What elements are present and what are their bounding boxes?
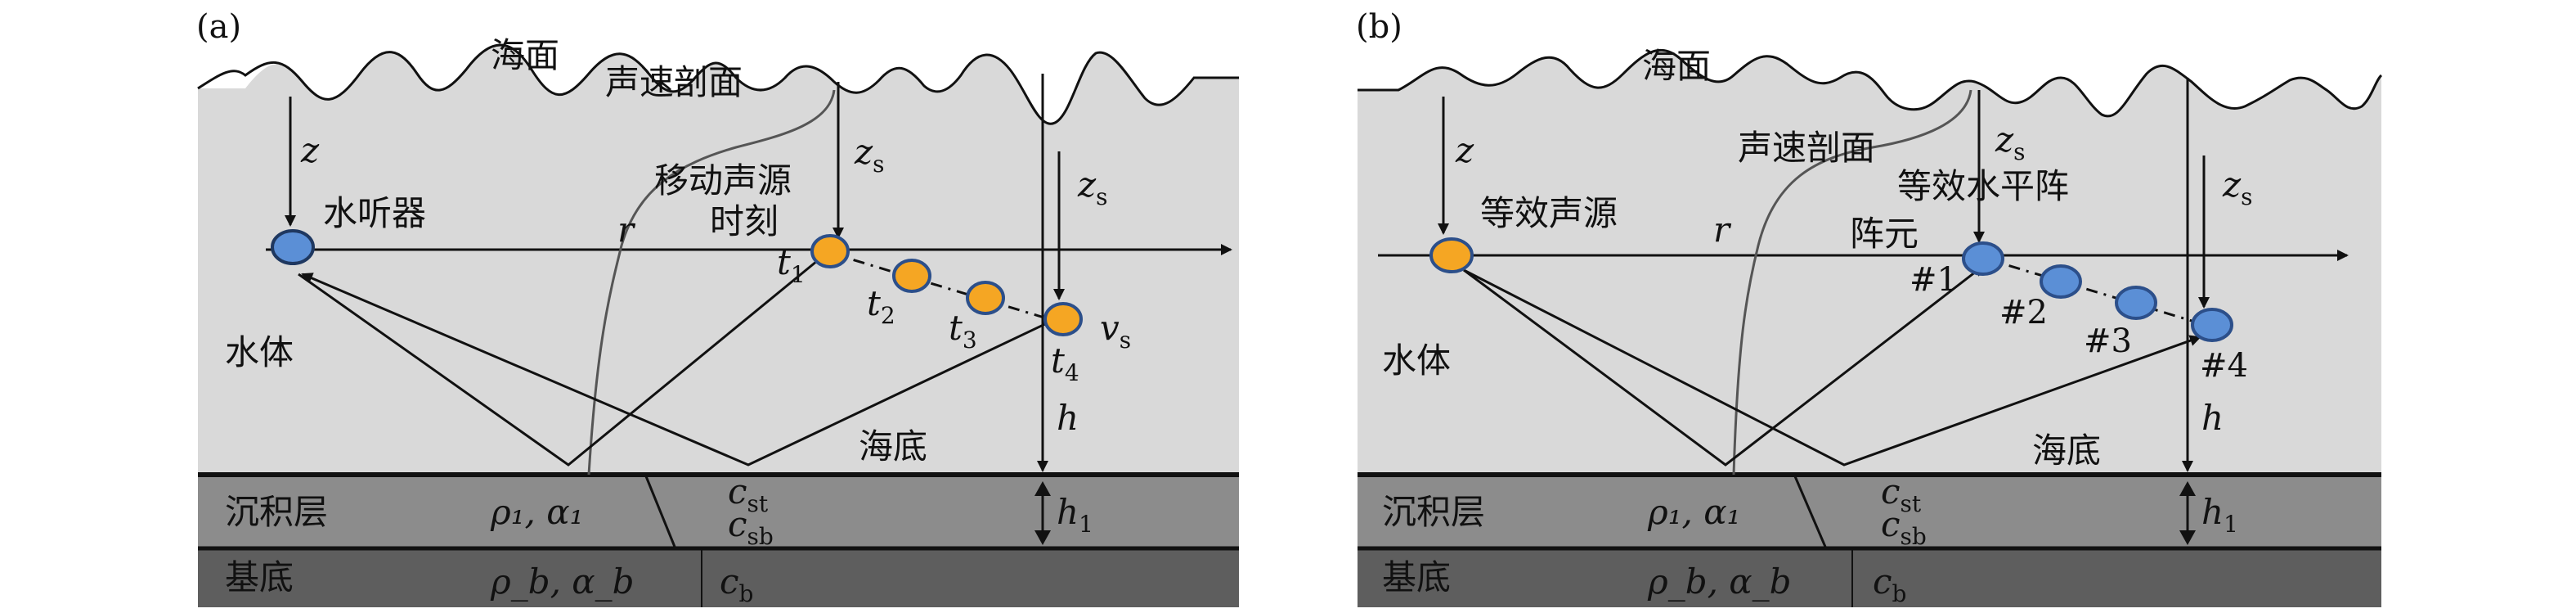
sediment-label-b: 沉积层 xyxy=(1382,492,1485,532)
r-label-b: r xyxy=(1713,210,1732,250)
moving-source-t2 xyxy=(892,259,931,293)
panel-b: (b) z zs zs h h1 海面 声速剖面 xyxy=(1356,8,2383,607)
basement-layer-b xyxy=(1358,548,2381,607)
moment-label-a: 时刻 xyxy=(710,201,779,241)
array-element-2 xyxy=(2040,264,2082,299)
t4-label: t4 xyxy=(1051,340,1079,386)
panel-a: (a) z zs zs h xyxy=(196,8,1239,607)
hydrophone-label-a: 水听器 xyxy=(323,193,426,233)
t1-label: t1 xyxy=(777,242,806,288)
zs-label-2-b: zs xyxy=(2222,165,2253,210)
water-body-b xyxy=(1358,50,2381,476)
equiv-source-label-b: 等效声源 xyxy=(1480,193,1618,233)
array-element-label-b: 阵元 xyxy=(1850,214,1919,254)
hydrophone-receiver-a xyxy=(271,229,315,265)
zs-label-1-b: zs xyxy=(1995,119,2026,165)
sediment-layer-b xyxy=(1358,475,2381,548)
ssp-label-b: 声速剖面 xyxy=(1738,128,1875,168)
cb-label-a: cb xyxy=(720,561,753,607)
element-1-label: #1 xyxy=(1910,261,1958,299)
moving-source-t1 xyxy=(810,234,850,268)
array-element-3 xyxy=(2115,286,2157,320)
ray-path-1-b xyxy=(1463,264,1985,467)
sea-surface-label-b: 海面 xyxy=(1642,46,1711,86)
cst-label-a: cst xyxy=(728,471,769,517)
z-label-a: z xyxy=(300,130,320,170)
sediment-layer-a xyxy=(198,475,1239,548)
cb-label-b: cb xyxy=(1873,561,1906,607)
sediment-label-a: 沉积层 xyxy=(225,492,328,532)
element-2-label: #2 xyxy=(1999,294,2048,331)
equiv-array-label-b: 等效水平阵 xyxy=(1897,166,2069,206)
water-label-b: 水体 xyxy=(1382,340,1451,381)
z-label-b: z xyxy=(1455,130,1474,170)
moving-source-t3 xyxy=(966,281,1005,315)
sea-surface-label-a: 海面 xyxy=(491,35,559,75)
csb-label-b: csb xyxy=(1881,504,1927,550)
csb-label-a: csb xyxy=(728,504,774,550)
sediment-boundary-a xyxy=(644,476,676,548)
sediment-boundary-b xyxy=(1793,476,1827,548)
h1-label-b: h1 xyxy=(2201,492,2238,538)
moving-source-label-a: 移动声源 xyxy=(654,160,792,201)
water-body-a xyxy=(198,45,1239,475)
cst-label-b: cst xyxy=(1881,471,1922,517)
array-element-1 xyxy=(1962,241,2004,276)
basement-label-a: 基底 xyxy=(225,557,294,597)
rho1-alpha1-label-b: ρ₁, α₁ xyxy=(1647,492,1740,532)
h-label-a: h xyxy=(1057,398,1079,438)
panel-tag-a: (a) xyxy=(196,8,241,46)
element-3-label: #3 xyxy=(2084,322,2132,360)
ssp-curve-a xyxy=(587,89,836,476)
ray-path-1-a xyxy=(298,252,828,467)
array-element-4 xyxy=(2191,308,2233,342)
trajectory-line-a xyxy=(827,250,1057,324)
sea-surface-line-a xyxy=(197,43,1239,125)
zs-label-2-a: zs xyxy=(1077,165,1108,210)
vs-label: vs xyxy=(1100,308,1131,354)
zs-label-1-a: zs xyxy=(854,132,885,178)
h-label-b: h xyxy=(2201,398,2224,438)
ssp-label-a: 声速剖面 xyxy=(605,62,743,102)
seabed-label-a: 海底 xyxy=(859,426,927,467)
ray-path-2-b xyxy=(1463,268,2201,467)
equivalent-source-b xyxy=(1429,237,1474,273)
sea-surface-line-b xyxy=(1358,48,2383,118)
array-line-b xyxy=(1982,256,2210,329)
rhob-alphab-label-b: ρ_b, α_b xyxy=(1647,561,1792,602)
rhob-alphab-label-a: ρ_b, α_b xyxy=(490,561,635,602)
rho1-alpha1-label-a: ρ₁, α₁ xyxy=(490,492,583,532)
seabed-label-b: 海底 xyxy=(2032,430,2101,471)
moving-source-t4 xyxy=(1043,302,1083,336)
r-label-a: r xyxy=(617,210,636,250)
basement-layer-a xyxy=(198,548,1239,607)
t2-label: t2 xyxy=(867,283,895,329)
basement-label-b: 基底 xyxy=(1382,557,1451,597)
ssp-curve-b xyxy=(1732,89,1972,476)
h1-label-a: h1 xyxy=(1057,492,1093,538)
water-label-a: 水体 xyxy=(225,332,294,372)
t3-label: t3 xyxy=(949,308,977,354)
ray-path-2-a xyxy=(301,273,1048,467)
element-4-label: #4 xyxy=(2200,347,2248,385)
panel-tag-b: (b) xyxy=(1356,8,1402,46)
